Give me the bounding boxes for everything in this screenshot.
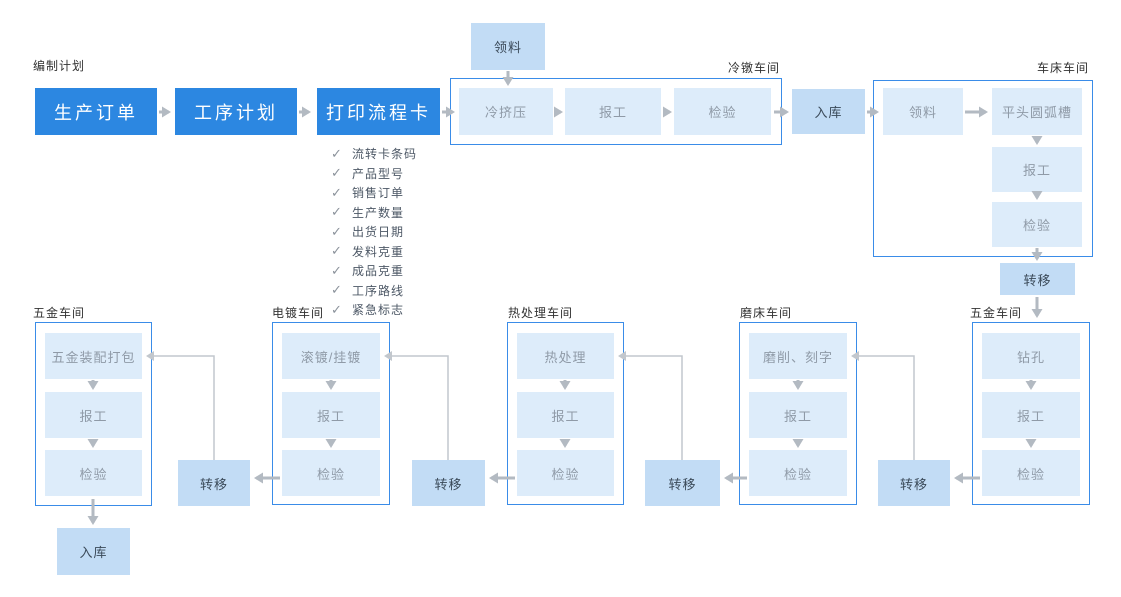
checklist-item: ✓ 成品克重 — [331, 261, 417, 281]
step-inspection: 检验 — [517, 450, 614, 496]
checklist-item: ✓ 流转卡条码 — [331, 144, 417, 164]
step-pick-material: 领料 — [883, 88, 963, 135]
step-inspection: 检验 — [992, 202, 1082, 247]
transfer-node-to-grinding: 转移 — [878, 460, 950, 506]
check-icon: ✓ — [331, 204, 343, 220]
step-report-work: 报工 — [517, 392, 614, 438]
checklist-item: ✓ 紧急标志 — [331, 300, 417, 320]
inbound-node-top: 入库 — [792, 89, 865, 134]
check-icon: ✓ — [331, 165, 343, 181]
transfer-connector — [384, 351, 449, 460]
checklist-item-label: 成品克重 — [352, 264, 405, 279]
step-report-work: 报工 — [282, 392, 380, 438]
transfer-node-lathe: 转移 — [1000, 263, 1075, 295]
checklist-item: ✓ 生产数量 — [331, 203, 417, 223]
workshop-lathe-label: 车床车间 — [1037, 61, 1090, 75]
transfer-connector — [618, 351, 683, 460]
transfer-node-to-hardware-left: 转移 — [178, 460, 250, 506]
step-barrel-rack-plating: 滚镀/挂镀 — [282, 333, 380, 379]
step-flat-head-arc-groove: 平头圆弧槽 — [992, 88, 1082, 135]
transfer-node-to-plating: 转移 — [412, 460, 485, 506]
checklist-item-label: 出货日期 — [352, 225, 405, 240]
check-icon: ✓ — [331, 223, 343, 239]
production-order-node: 生产订单 — [35, 88, 157, 135]
checklist-item: ✓ 工序路线 — [331, 281, 417, 301]
checklist-item: ✓ 发料克重 — [331, 242, 417, 262]
inbound-node-bottom: 入库 — [57, 528, 130, 575]
step-inspection: 检验 — [282, 450, 380, 496]
step-grinding-engraving: 磨削、刻字 — [749, 333, 847, 379]
workshop-lathe-frame — [873, 80, 1093, 257]
check-icon: ✓ — [331, 184, 343, 200]
checklist-item: ✓ 产品型号 — [331, 164, 417, 184]
step-inspection: 检验 — [749, 450, 847, 496]
check-icon: ✓ — [331, 282, 343, 298]
step-report-work: 报工 — [982, 392, 1080, 438]
step-report-work: 报工 — [749, 392, 847, 438]
check-icon: ✓ — [331, 243, 343, 259]
workshop-plating-label: 电镀车间 — [272, 306, 325, 320]
workshop-hardware-left-label: 五金车间 — [33, 306, 86, 320]
transfer-connector — [851, 351, 915, 460]
step-heat-treatment: 热处理 — [517, 333, 614, 379]
step-drilling: 钻孔 — [982, 333, 1080, 379]
step-cold-extrusion: 冷挤压 — [459, 88, 553, 135]
checklist-item-label: 生产数量 — [352, 205, 405, 220]
transfer-connector — [146, 351, 215, 460]
plan-section-label: 编制计划 — [33, 59, 86, 73]
checklist-item: ✓ 出货日期 — [331, 222, 417, 242]
check-icon: ✓ — [331, 145, 343, 161]
workshop-hardware-right-label: 五金车间 — [970, 306, 1023, 320]
check-icon: ✓ — [331, 301, 343, 317]
workshop-grinding-label: 磨床车间 — [740, 306, 793, 320]
checklist-item-label: 工序路线 — [352, 283, 405, 298]
checklist-item-label: 流转卡条码 — [352, 147, 418, 162]
checklist-item-label: 发料克重 — [352, 244, 405, 259]
process-plan-node: 工序计划 — [175, 88, 297, 135]
print-flow-card-node: 打印流程卡 — [317, 88, 440, 135]
pick-material-node: 领料 — [471, 23, 545, 70]
workshop-cold-heading-label: 冷镦车间 — [728, 61, 781, 75]
flow-card-field-checklist: ✓ 流转卡条码 ✓ 产品型号 ✓ 销售订单 ✓ 生产数量 ✓ 出货日期 ✓ 发料克重 ✓ 成品… — [331, 144, 417, 320]
checklist-item-label: 紧急标志 — [352, 303, 405, 318]
checklist-item-label: 产品型号 — [352, 166, 405, 181]
step-inspection: 检验 — [45, 450, 142, 496]
checklist-item: ✓ 销售订单 — [331, 183, 417, 203]
step-report-work: 报工 — [45, 392, 142, 438]
step-inspection: 检验 — [674, 88, 771, 135]
transfer-node-to-heat-treatment: 转移 — [645, 460, 720, 506]
step-report-work: 报工 — [565, 88, 661, 135]
workshop-heat-treatment-label: 热处理车间 — [508, 306, 574, 320]
step-hardware-assembly-packing: 五金装配打包 — [45, 333, 142, 379]
step-report-work: 报工 — [992, 147, 1082, 192]
checklist-item-label: 销售订单 — [352, 186, 405, 201]
workshop-hardware-right-frame — [972, 322, 1090, 505]
step-inspection: 检验 — [982, 450, 1080, 496]
check-icon: ✓ — [331, 262, 343, 278]
